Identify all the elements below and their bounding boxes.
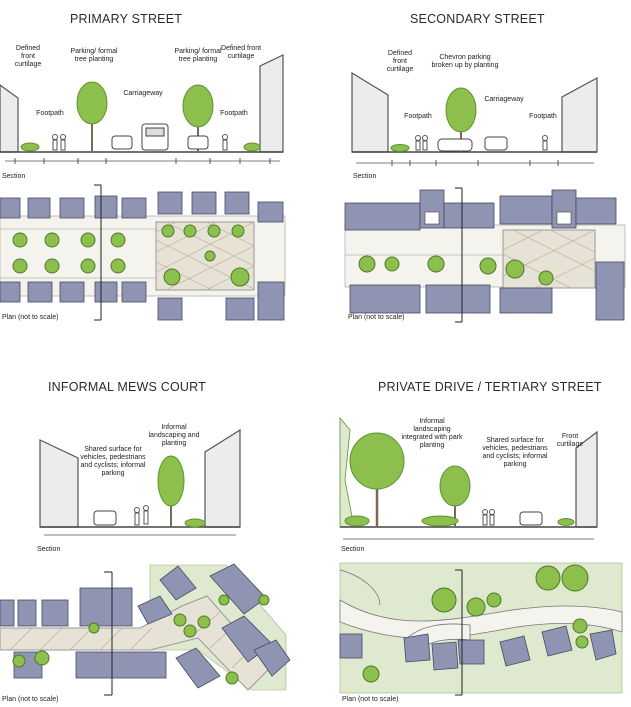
private-plan-caption: Plan (not to scale) <box>342 696 399 703</box>
mews-label-shared: Shared surface for vehicles, pedestrians… <box>80 446 146 477</box>
primary-street-title: PRIMARY STREET <box>70 12 183 26</box>
secondary-plan-caption: Plan (not to scale) <box>348 314 405 321</box>
private-label-front: Front curtilage <box>556 433 584 448</box>
secondary-label-chevron: Chevron parking broken up by planting <box>431 54 499 69</box>
mews-plan-caption: Plan (not to scale) <box>2 696 59 703</box>
private-drive-title: PRIVATE DRIVE / TERTIARY STREET <box>378 380 602 394</box>
secondary-section-caption: Section <box>353 173 377 180</box>
primary-label-footpath-right: Footpath <box>220 110 248 117</box>
primary-plan-caption: Plan (not to scale) <box>2 314 59 321</box>
secondary-label-carriageway: Carriageway <box>484 96 524 103</box>
primary-label-front-left: Defined front curtilage <box>14 45 42 68</box>
primary-section-caption: Section <box>2 173 26 180</box>
primary-label-parking-right: Parking/ formal tree planting <box>174 48 222 63</box>
private-label-shared: Shared surface for vehicles, pedestrians… <box>482 437 548 468</box>
secondary-street-title: SECONDARY STREET <box>410 12 545 26</box>
mews-section-caption: Section <box>37 546 61 553</box>
mews-court-title: INFORMAL MEWS COURT <box>48 380 206 394</box>
primary-label-front-right: Defined front curtilage <box>220 45 262 60</box>
secondary-label-footpath-right: Footpath <box>529 113 557 120</box>
primary-label-parking-left: Parking/ formal tree planting <box>70 48 118 63</box>
private-label-landscaping: Informal landscaping integrated with par… <box>401 418 463 449</box>
primary-label-carriageway: Carriageway <box>123 90 163 97</box>
secondary-label-front: Defined front curtilage <box>386 50 414 73</box>
secondary-label-footpath-left: Footpath <box>404 113 432 120</box>
private-section-caption: Section <box>341 546 365 553</box>
mews-label-landscaping: Informal landscaping and planting <box>148 424 200 447</box>
primary-label-footpath-left: Footpath <box>36 110 64 117</box>
